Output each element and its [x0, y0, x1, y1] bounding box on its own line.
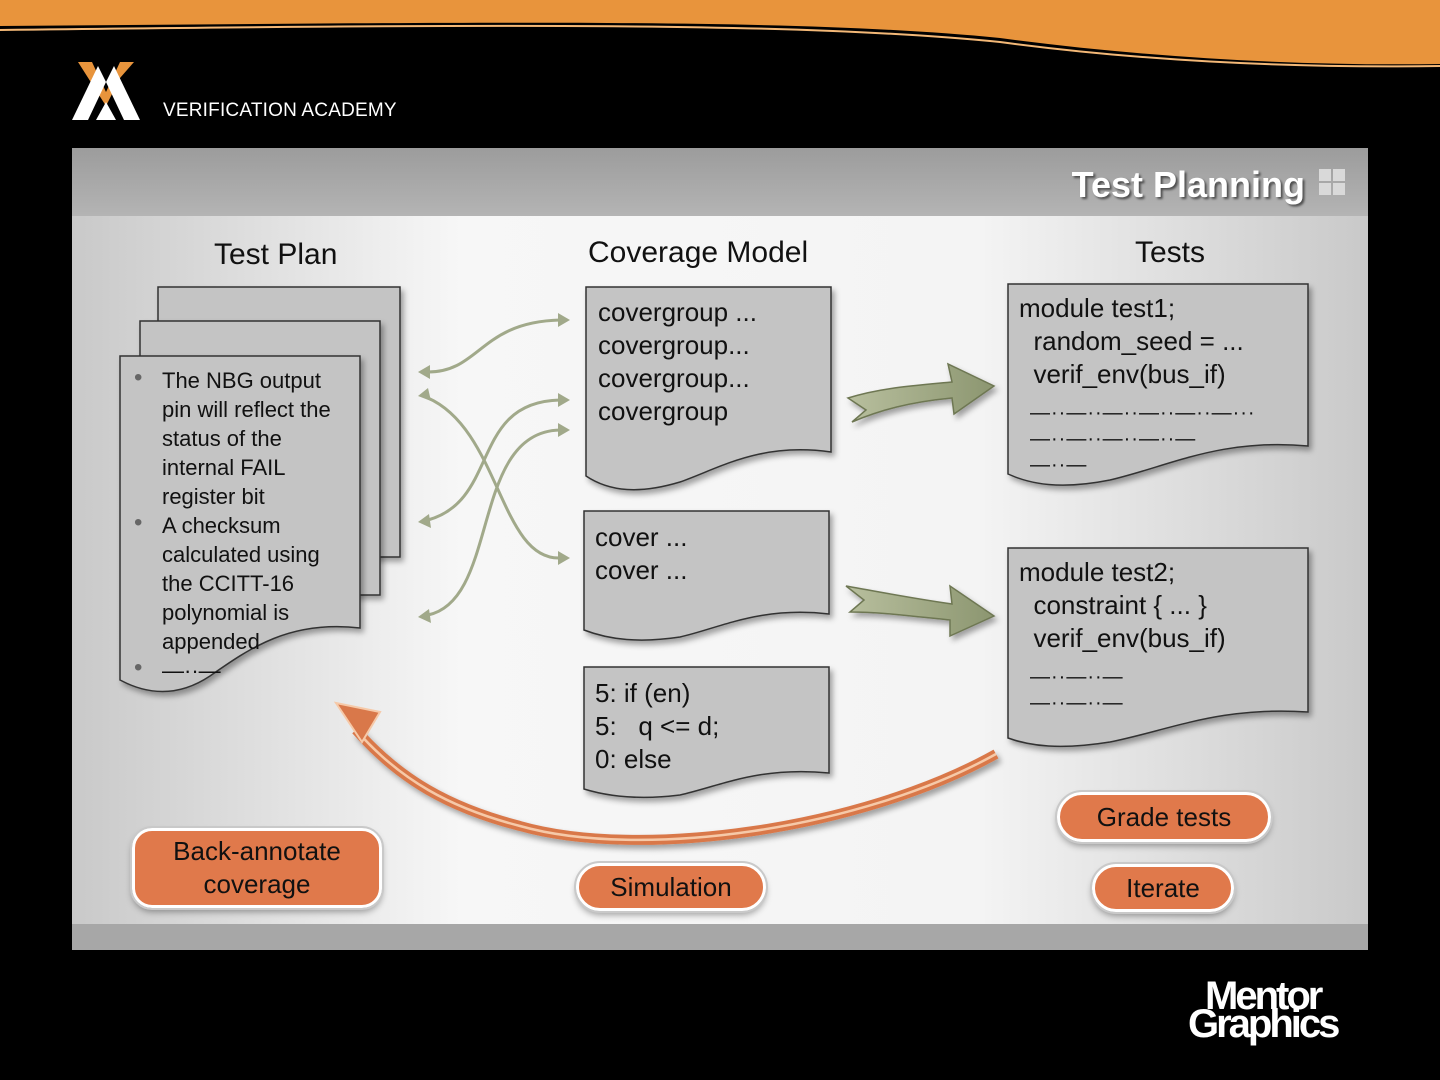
cover-list: cover ... cover ... — [595, 522, 688, 585]
connector-arrowheads — [418, 313, 570, 623]
back-annotate-arrow — [333, 701, 999, 845]
verification-academy-logo — [72, 62, 140, 120]
mentor-graphics-logo: Mentor Graphics — [1188, 974, 1340, 1046]
covergroup-document — [585, 286, 832, 491]
test-plan-bullet: A checksum calculated using the CCITT-16… — [132, 508, 356, 656]
connector-arrow-4 — [427, 428, 561, 617]
code-coverage-document — [583, 666, 830, 799]
coverage-model-heading: Coverage Model — [588, 236, 809, 269]
test2-placeholder-lines: —··—··— —··—··— — [1030, 666, 1124, 714]
brand-name: VERIFICATION ACADEMY — [163, 100, 397, 121]
grid-icon — [1319, 169, 1345, 195]
test2-document — [1007, 547, 1309, 748]
connector-arrow-3 — [427, 398, 561, 522]
panel-footer — [72, 924, 1368, 950]
connector-arrow-2 — [427, 396, 561, 560]
flow-arrow-to-test2 — [845, 584, 996, 638]
code-coverage-lines: 5: if (en) 5: q <= d; 0: else — [595, 678, 720, 774]
test-plan-bullets: The NBG output pin will reflect the stat… — [132, 363, 356, 685]
test-plan-bullet: The NBG output pin will reflect the stat… — [132, 363, 356, 511]
mentor-logo-line2: Graphics — [1188, 1002, 1340, 1046]
test1-code: module test1; random_seed = ... verif_en… — [1019, 293, 1244, 389]
panel-header — [72, 148, 1368, 216]
header-swoosh — [0, 0, 1440, 68]
connector-arrow-1 — [427, 318, 561, 374]
grade-tests-button[interactable]: Grade tests — [1055, 790, 1273, 844]
cover-document — [583, 510, 830, 641]
iterate-button[interactable]: Iterate — [1090, 862, 1236, 914]
simulation-button[interactable]: Simulation — [574, 861, 768, 913]
test1-placeholder-lines: —··—··—··—··—··—··· —··—··—··—··— —··— — [1030, 402, 1256, 476]
connector-arrows — [427, 318, 561, 617]
test1-document — [1007, 283, 1309, 486]
slide-title: Test Planning — [1071, 164, 1305, 205]
mentor-logo-line1: Mentor — [1205, 974, 1323, 1018]
test-plan-bullet: —··— — [132, 653, 356, 685]
covergroup-list: covergroup ... covergroup... covergroup.… — [598, 297, 757, 426]
flow-arrow-to-test1 — [846, 362, 996, 423]
back-annotate-coverage-button[interactable]: Back-annotate coverage — [130, 826, 384, 910]
test2-code: module test2; constraint { ... } verif_e… — [1019, 557, 1226, 653]
tests-heading: Tests — [1135, 236, 1206, 269]
test-plan-heading: Test Plan — [214, 238, 338, 271]
